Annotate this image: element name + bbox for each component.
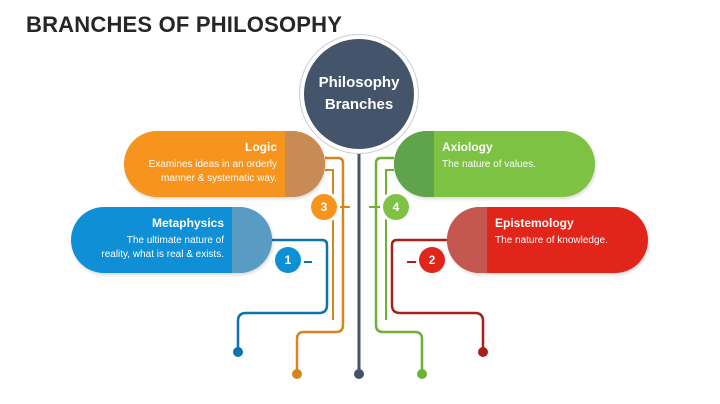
hub-circle: Philosophy Branches — [304, 39, 414, 149]
branch-epistemology-description: The nature of knowledge. — [495, 235, 608, 246]
logic-end-dot — [292, 369, 302, 379]
hub-label-line1: Philosophy — [318, 74, 400, 91]
branch-epistemology: Epistemology The nature of knowledge. — [447, 207, 648, 273]
badge-logic: 3 — [311, 194, 337, 220]
badge-axiology: 4 — [383, 194, 409, 220]
hub-label-line2: Branches — [324, 96, 394, 113]
branch-metaphysics-heading: Metaphysics — [151, 216, 224, 230]
axiology-connector-secondary — [385, 169, 394, 320]
axiology-connector — [374, 156, 424, 372]
badge-metaphysics: 1 — [275, 247, 301, 273]
branch-axiology-heading: Axiology — [442, 140, 493, 154]
branch-metaphysics: Metaphysics The ultimate nature of reali… — [71, 207, 272, 273]
branch-axiology: Axiology The nature of values. — [394, 131, 595, 197]
badge-epistemology: 2 — [419, 247, 445, 273]
branch-epistemology-heading: Epistemology — [495, 216, 574, 230]
axiology-end-dot — [417, 369, 427, 379]
page-title: BRANCHES OF PHILOSOPHY — [26, 12, 343, 37]
metaphysics-connector — [236, 238, 329, 350]
logic-connector-secondary — [325, 169, 334, 320]
branch-logic-heading: Logic — [245, 140, 277, 154]
metaphysics-end-dot — [233, 347, 243, 357]
logic-connector — [295, 156, 345, 372]
branch-logic: Logic Examines ideas in an orderly manne… — [124, 131, 325, 197]
trunk-end-dot — [354, 369, 364, 379]
epistemology-connector — [390, 238, 485, 350]
branch-metaphysics-description: The ultimate nature of reality, what is … — [101, 235, 224, 260]
epistemology-end-dot — [478, 347, 488, 357]
branch-axiology-description: The nature of values. — [442, 159, 536, 170]
branch-logic-description: Examines ideas in an orderly manner & sy… — [148, 159, 277, 184]
